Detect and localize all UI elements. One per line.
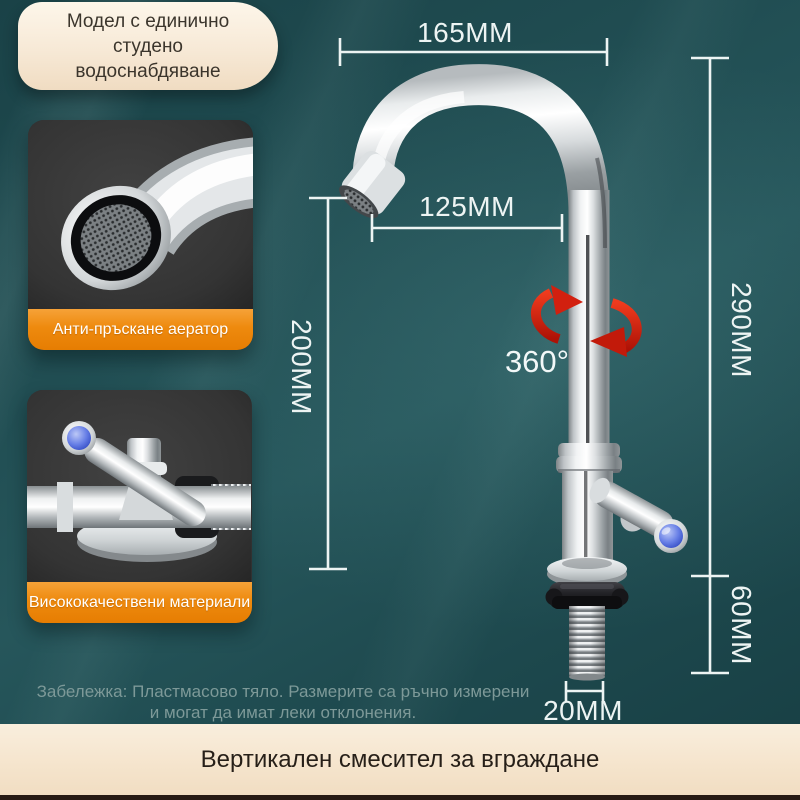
rotation-label: 360° bbox=[504, 344, 570, 379]
badge-line: водоснабдяване bbox=[75, 60, 221, 82]
dim-label-shank-diameter: 20MM bbox=[543, 695, 623, 726]
disclaimer-note: Забележка: Пластмасово тяло. Размерите с… bbox=[10, 681, 556, 723]
product-title-bar: Вертикален смесител за вграждане bbox=[0, 724, 800, 795]
dim-label-spout-reach: 125MM bbox=[419, 191, 515, 222]
model-badge: Модел с единично студено водоснабдяване bbox=[18, 2, 278, 90]
faucet-handle bbox=[589, 477, 674, 538]
product-title: Вертикален смесител за вграждане bbox=[200, 745, 600, 773]
feature-caption: Анти-пръскане аератор bbox=[28, 309, 253, 350]
badge-line: студено bbox=[113, 35, 183, 57]
dim-label-total-height: 290MM bbox=[726, 282, 757, 378]
dim-label-spout-height: 200MM bbox=[286, 319, 317, 415]
faucet-aerator-closeup-image bbox=[28, 120, 253, 309]
note-line: Забележка: Пластмасово тяло. Размерите с… bbox=[36, 682, 530, 701]
dim-label-top-width: 165MM bbox=[417, 17, 513, 48]
badge-line: Модел с единично bbox=[66, 10, 230, 32]
bottom-strip bbox=[0, 795, 800, 800]
feature-caption: Висококачествени материали bbox=[27, 582, 252, 623]
faucet-valve-closeup-image bbox=[27, 390, 251, 582]
faucet-illustration bbox=[338, 64, 688, 681]
feature-panel-aerator: Анти-пръскане аератор bbox=[28, 120, 253, 350]
note-line: и могат да имат леки отклонения. bbox=[149, 703, 417, 722]
dim-label-shank-height: 60MM bbox=[726, 585, 757, 665]
feature-panel-materials: Висококачествени материали bbox=[27, 390, 252, 623]
